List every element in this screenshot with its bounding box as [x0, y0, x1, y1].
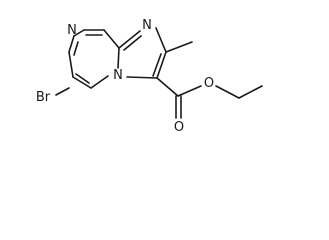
bond-c-cbr — [68, 51, 74, 78]
bond-ch2-ch3 — [238, 85, 263, 99]
bond-fusion-n-imidazole-double — [123, 35, 142, 51]
bond-c-c3 — [156, 51, 167, 79]
bond-o-ester-ch2 — [215, 85, 240, 99]
bond-n-imidazole-c — [155, 27, 167, 53]
atom-label-n-top: N — [67, 23, 77, 38]
bond-c-n-left-double — [73, 41, 79, 56]
bond-c3-n-bridge — [126, 76, 158, 79]
bond-carbonyl-c-o-ester — [177, 85, 202, 97]
atom-label-o-carbonyl: O — [174, 120, 184, 135]
atom-label-n-bridge: N — [113, 68, 123, 83]
bond-c-c-bottom-double — [75, 73, 90, 84]
bond-fusion-n-imidazole — [118, 30, 141, 49]
atom-label-n-imidazole: N — [142, 18, 152, 33]
bond-methyl — [165, 41, 193, 53]
bond-c-n-left — [68, 35, 75, 53]
bond-c3-carbonyl-c — [156, 77, 179, 97]
bond-c-fusion-top — [103, 29, 120, 49]
bond-c-n-top — [73, 29, 85, 37]
atom-label-bromine: Br — [36, 90, 51, 105]
bond-c-c-bottom — [72, 76, 92, 89]
molecule-structure: N N N Br O O — [36, 18, 263, 135]
bond-c-br — [55, 87, 70, 96]
bond-n-bridge-c — [90, 75, 109, 89]
bond-fusion-c-n — [117, 47, 120, 69]
bond-c-c3-double — [152, 53, 162, 77]
atom-label-o-ester: O — [204, 76, 214, 91]
